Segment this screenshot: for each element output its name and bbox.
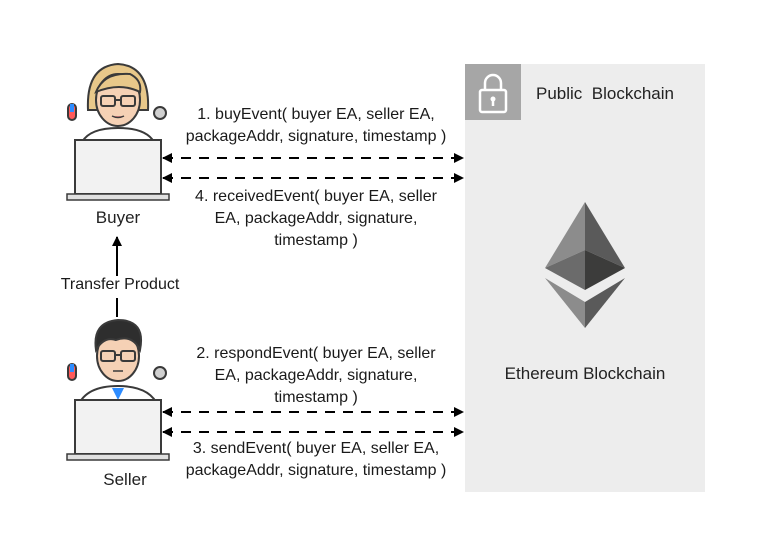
panel-title: Public Blockchain: [536, 84, 674, 103]
ethereum-label: Ethereum Blockchain: [504, 364, 666, 383]
buyer-label: Buyer: [95, 208, 141, 227]
message-received-event: 4. receivedEvent( buyer EA, seller EA, p…: [195, 188, 437, 249]
buyer-avatar-icon: [66, 62, 170, 201]
lock-icon-box: [465, 64, 521, 120]
ethereum-logo-icon: [545, 202, 625, 328]
seller-label: Seller: [103, 470, 147, 489]
message-buy-event: 1. buyEvent( buyer EA, seller EA, packag…: [185, 106, 447, 145]
message-send-event: 3. sendEvent( buyer EA, seller EA, packa…: [185, 440, 447, 479]
transfer-product-label: Transfer Product: [60, 276, 180, 293]
lock-icon: [478, 73, 508, 114]
message-respond-event: 2. respondEvent( buyer EA, seller EA, pa…: [196, 345, 436, 406]
seller-avatar-icon: [66, 318, 170, 461]
